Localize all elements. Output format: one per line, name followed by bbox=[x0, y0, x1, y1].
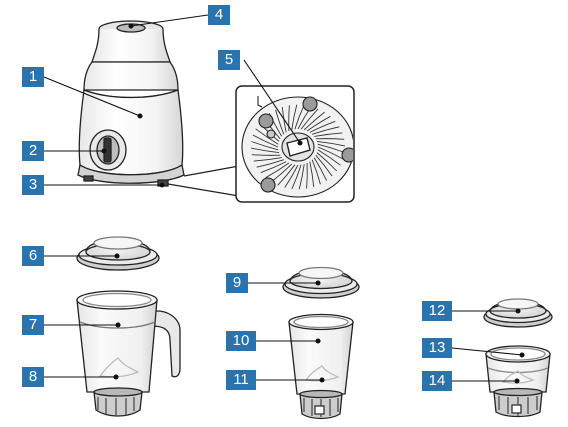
vent-slot bbox=[311, 126, 340, 135]
motor-base bbox=[77, 20, 185, 187]
vent-slot bbox=[275, 109, 285, 135]
callout-14: 14 bbox=[422, 371, 452, 391]
vent-slot bbox=[315, 138, 345, 140]
rubber-foot-2 bbox=[302, 96, 318, 112]
callout-11: 11 bbox=[226, 370, 256, 390]
rubber-foot-3 bbox=[341, 147, 353, 163]
callout-4: 4 bbox=[208, 5, 230, 25]
leader-lines bbox=[43, 14, 525, 384]
callout-5: 5 bbox=[218, 50, 240, 70]
vent-slot bbox=[256, 159, 285, 168]
vent-slot bbox=[306, 162, 308, 189]
rubber-foot-4 bbox=[260, 177, 276, 193]
vent-slot bbox=[252, 134, 279, 148]
callout-6: 6 bbox=[22, 246, 44, 266]
vent-slot bbox=[316, 152, 338, 172]
jar-handle bbox=[149, 310, 181, 378]
small-jar bbox=[485, 345, 551, 418]
vent-slot bbox=[309, 120, 336, 133]
callout-10: 10 bbox=[226, 331, 256, 351]
vent-slot bbox=[316, 140, 346, 147]
small-jar-blade bbox=[501, 370, 535, 384]
motor-shoulder bbox=[83, 61, 179, 91]
callout-1: 1 bbox=[22, 67, 44, 87]
medium-jar-lid bbox=[282, 266, 360, 299]
vent-slot bbox=[291, 164, 302, 190]
vent-slot bbox=[315, 154, 333, 177]
motor-base-ring bbox=[77, 163, 185, 184]
vent-slot bbox=[255, 128, 279, 145]
vent-slot bbox=[314, 132, 343, 137]
callout-3: 3 bbox=[22, 175, 44, 195]
large-jar-lid bbox=[76, 236, 160, 271]
vent-slot bbox=[298, 164, 305, 190]
vent-slot bbox=[303, 111, 325, 131]
callout-9: 9 bbox=[226, 273, 248, 293]
vent-slot bbox=[317, 146, 344, 160]
callout-2: 2 bbox=[22, 141, 44, 161]
callout-8: 8 bbox=[22, 367, 44, 387]
vent-slot bbox=[291, 104, 298, 130]
motor-foot-left bbox=[83, 175, 94, 182]
vent-slot bbox=[317, 149, 341, 166]
small-jar-lid bbox=[483, 298, 553, 328]
vent-slot bbox=[288, 105, 290, 132]
medium-jar bbox=[288, 313, 354, 420]
vent-slot bbox=[306, 115, 331, 132]
callout-13: 13 bbox=[422, 338, 452, 358]
vent-slot bbox=[284, 164, 299, 188]
vent-slot bbox=[277, 164, 296, 186]
vent-slot bbox=[251, 141, 279, 151]
vent-slot bbox=[313, 157, 328, 181]
drive-coupler bbox=[286, 137, 311, 157]
vent-slot bbox=[251, 154, 281, 156]
callout-7: 7 bbox=[22, 315, 44, 335]
vent-slot bbox=[265, 162, 290, 179]
callout-12: 12 bbox=[422, 301, 452, 321]
vent-slot bbox=[311, 159, 321, 185]
motor-top-neck bbox=[91, 28, 171, 63]
vent-slot bbox=[260, 161, 287, 174]
vent-slot bbox=[309, 161, 315, 187]
vent-slot bbox=[300, 108, 319, 130]
underside-detail-inset bbox=[167, 85, 355, 203]
large-jar bbox=[76, 290, 181, 417]
vent-slot bbox=[250, 147, 280, 154]
vent-slot bbox=[253, 157, 282, 162]
large-jar-blade bbox=[98, 357, 140, 378]
rubber-foot-1 bbox=[258, 113, 274, 129]
